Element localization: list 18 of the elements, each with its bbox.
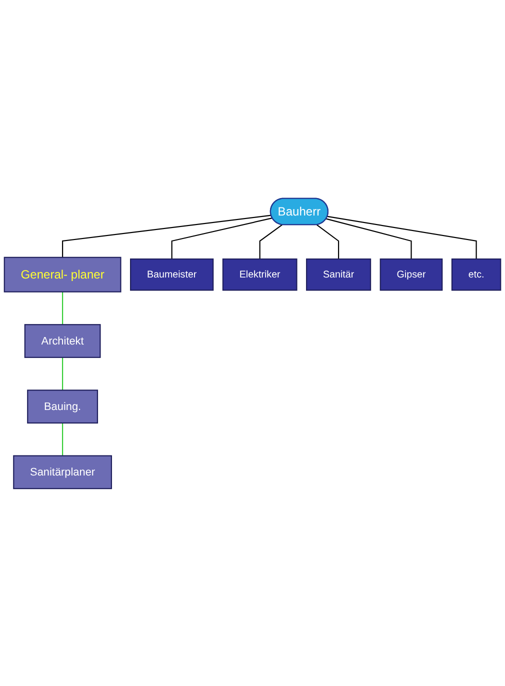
connector [62,291,64,324]
node-box: Elektriker [222,258,298,290]
node-box: General- planer [4,256,122,292]
connector [316,224,340,259]
node-box: Gipser [380,258,443,290]
connector [259,224,282,259]
node-box: Architekt [24,324,101,358]
node-box: etc. [451,258,502,290]
node-box: Baumeister [130,258,214,290]
connector [62,356,64,390]
node-box: Bauing. [27,389,98,424]
connector [171,217,272,259]
node-box: Sanitär [306,258,372,290]
connector [326,218,412,259]
connector [62,214,272,257]
connector [62,422,64,456]
node-box: Sanitärplaner [13,454,112,489]
connector [327,215,477,259]
